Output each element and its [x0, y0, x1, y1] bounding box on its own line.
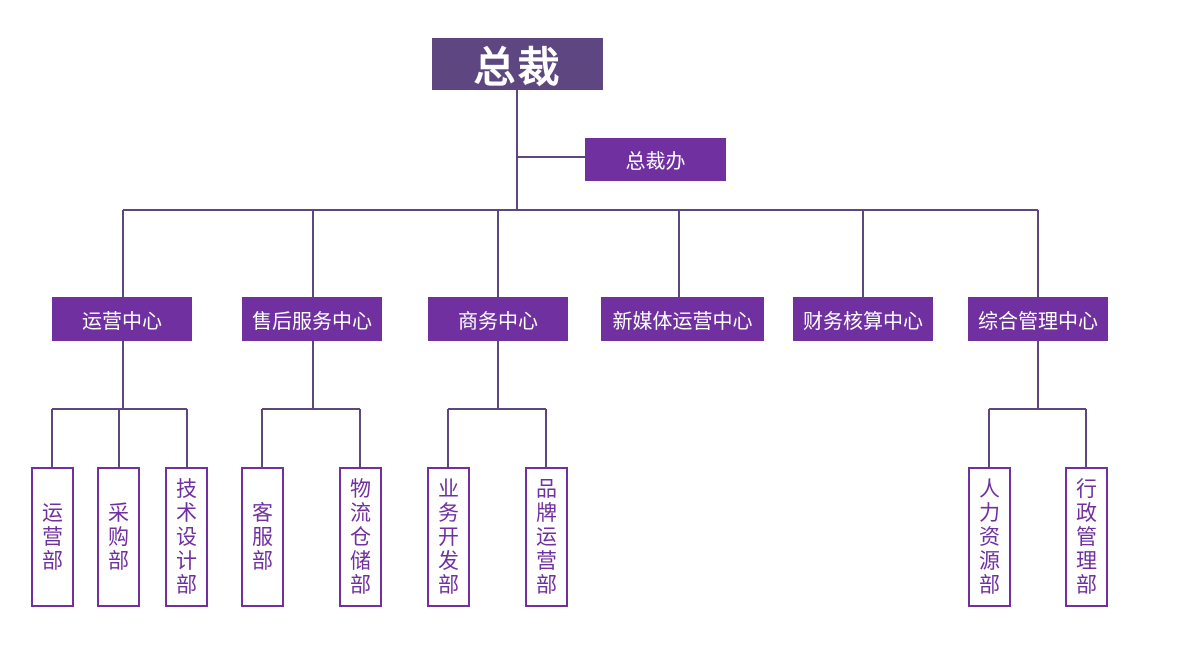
node-center-finance: 财务核算中心	[793, 297, 933, 341]
node-ceo: 总裁	[432, 38, 603, 92]
node-dept-tech-design: 技术设计部	[165, 467, 208, 607]
node-center-operations: 运营中心	[52, 297, 192, 341]
node-dept-procurement: 采购部	[97, 467, 140, 607]
node-dept-administration: 行政管理部	[1065, 467, 1108, 607]
node-ceo-office: 总裁办	[585, 138, 726, 181]
node-dept-brand-ops: 品牌运营部	[525, 467, 568, 607]
node-center-new-media: 新媒体运营中心	[601, 297, 764, 341]
node-center-admin: 综合管理中心	[968, 297, 1108, 341]
node-dept-logistics: 物流仓储部	[339, 467, 382, 607]
node-dept-operations: 运营部	[31, 467, 74, 607]
node-center-business: 商务中心	[428, 297, 568, 341]
node-dept-hr: 人力资源部	[968, 467, 1011, 607]
node-dept-business-dev: 业务开发部	[427, 467, 470, 607]
node-dept-customer-service: 客服部	[241, 467, 284, 607]
node-center-after-sales: 售后服务中心	[242, 297, 382, 341]
